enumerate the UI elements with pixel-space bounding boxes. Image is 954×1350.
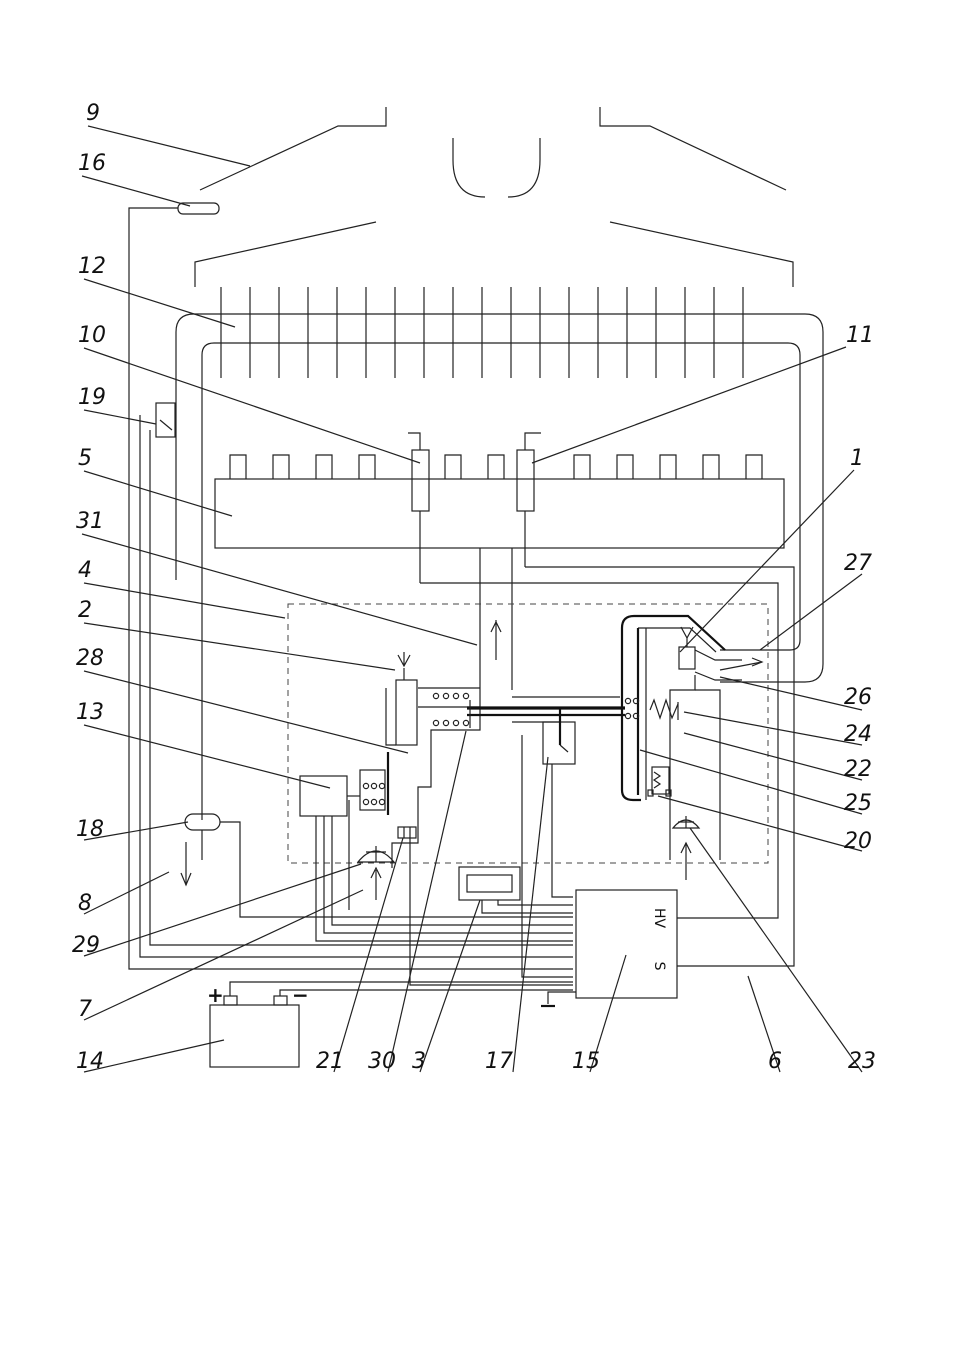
burner-nozzle	[574, 455, 590, 479]
flame-sensor-electrode	[517, 433, 541, 567]
label-4: 4	[78, 558, 92, 583]
burner-nozzle	[660, 455, 676, 479]
battery-plus: +	[207, 983, 224, 1007]
wiring-harness	[316, 735, 573, 985]
burner-nozzle	[617, 455, 633, 479]
heat-exchanger-fins	[221, 287, 743, 378]
label-8: 8	[78, 891, 92, 916]
label-14: 14	[76, 1049, 104, 1074]
draft-hood	[195, 107, 793, 287]
coil-turn	[363, 799, 368, 804]
label-25: 25	[844, 791, 872, 816]
burner-nozzle	[488, 455, 504, 479]
label-21: 21	[316, 1049, 344, 1074]
label-31: 31	[76, 509, 104, 534]
battery-minus: −	[292, 983, 309, 1007]
burner-nozzle	[230, 455, 246, 479]
label-15: 15	[572, 1049, 600, 1074]
label-3: 3	[412, 1049, 426, 1074]
burner	[215, 455, 784, 548]
gas-pipe	[480, 548, 512, 690]
label-10: 10	[78, 323, 106, 348]
label-11: 11	[846, 323, 874, 348]
label-17: 17	[485, 1049, 513, 1074]
label-23: 23	[848, 1049, 876, 1074]
microswitch	[543, 708, 575, 764]
coil-turn	[453, 720, 458, 725]
burner-nozzle	[703, 455, 719, 479]
label-12: 12	[78, 254, 106, 279]
burner-nozzle	[316, 455, 332, 479]
coil-turn	[443, 720, 448, 725]
coil-turn	[463, 693, 468, 698]
label-19: 19	[78, 385, 106, 410]
coil-turn	[443, 693, 448, 698]
s-terminal-label: S	[651, 962, 667, 971]
coil-turn	[453, 693, 458, 698]
part-labels: 9 16 12 10 11 19 5 31 4 2 28 13 18 8 29 …	[72, 101, 876, 1074]
burner-nozzle	[273, 455, 289, 479]
coil-turn	[625, 713, 630, 718]
label-24: 24	[844, 722, 872, 747]
leader-lines	[82, 126, 862, 1072]
coil-turn	[363, 783, 368, 788]
burner-nozzle	[445, 455, 461, 479]
hv-terminal-label: HV	[651, 908, 667, 929]
coil-turn	[433, 693, 438, 698]
label-27: 27	[844, 551, 872, 576]
label-6: 6	[768, 1049, 782, 1074]
label-28: 28	[76, 646, 104, 671]
label-16: 16	[78, 151, 106, 176]
label-9: 9	[86, 101, 100, 126]
coil-turn	[463, 720, 468, 725]
ignition-electrode	[408, 433, 429, 583]
burner-nozzle	[359, 455, 375, 479]
label-7: 7	[78, 997, 92, 1022]
label-26: 26	[844, 685, 872, 710]
draft-sensor	[140, 403, 573, 957]
label-13: 13	[76, 700, 104, 725]
label-18: 18	[76, 817, 104, 842]
label-2: 2	[78, 598, 92, 623]
display-unit	[459, 867, 520, 900]
burner-nozzle	[746, 455, 762, 479]
label-30: 30	[368, 1049, 396, 1074]
coil-turn	[379, 783, 384, 788]
coil-turn	[433, 720, 438, 725]
coil-turn	[371, 799, 376, 804]
label-1: 1	[850, 446, 864, 471]
label-29: 29	[72, 933, 100, 958]
label-20: 20	[844, 829, 872, 854]
coil-turn	[625, 698, 630, 703]
valve-stem	[467, 697, 625, 728]
coil-turn	[379, 799, 384, 804]
water-temp-sensor	[185, 814, 573, 917]
control-unit: HV S	[541, 890, 677, 1006]
label-22: 22	[844, 757, 872, 782]
overheat-sensor	[129, 203, 573, 969]
label-5: 5	[78, 446, 92, 471]
coil-turn	[371, 783, 376, 788]
